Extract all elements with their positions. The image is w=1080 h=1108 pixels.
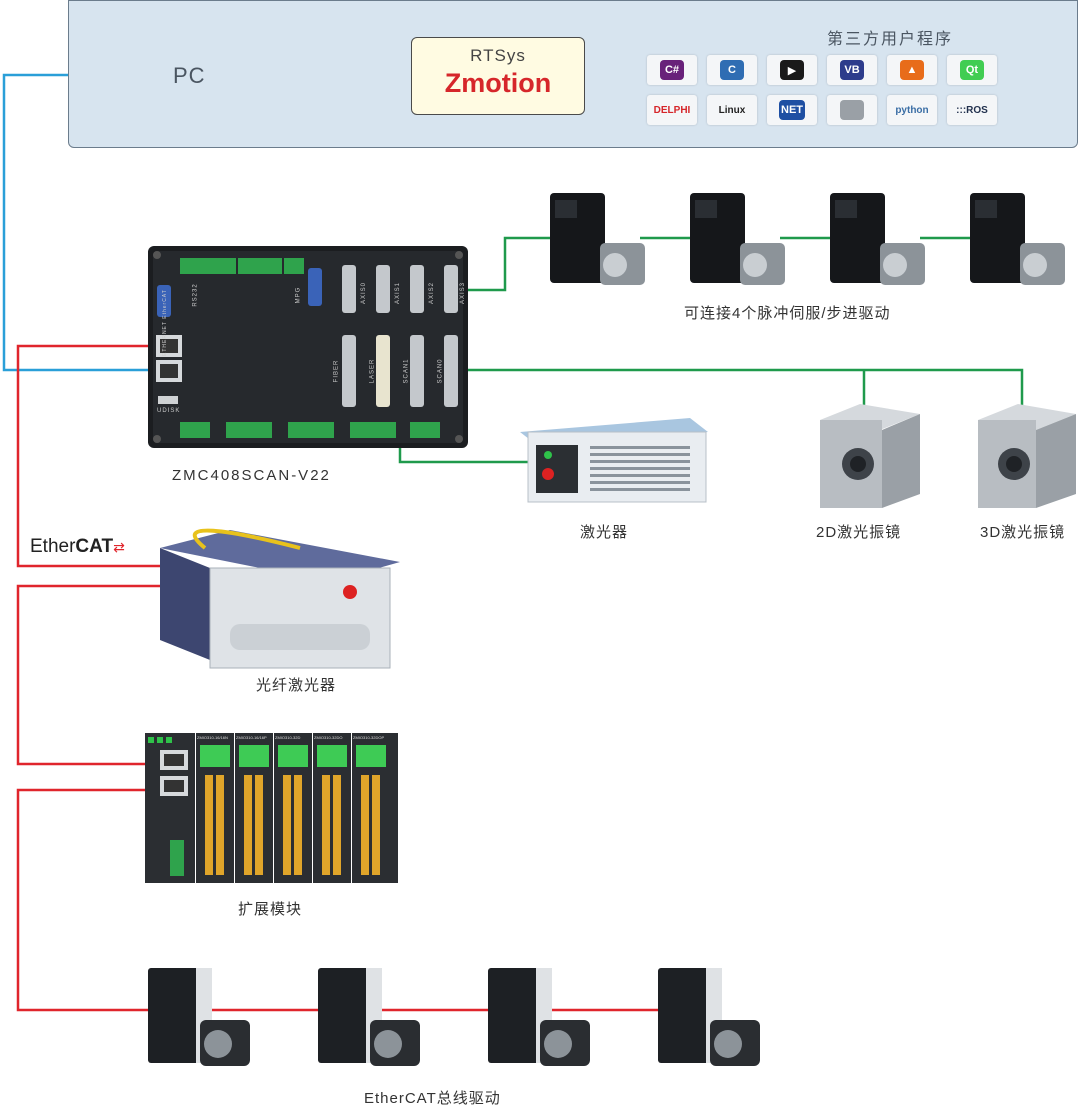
ethercat-cable-main [16,344,168,568]
rtsys-label: RTSys [470,46,526,65]
expansion-module-name: ZMIO310-32DOP [353,735,385,740]
expansion-rack [145,733,398,883]
ros-icon: :::ROS [947,95,997,125]
expansion-module-name: ZMIO310-16/16N [197,735,228,740]
ethercat-logo-cat: CAT [75,536,114,557]
ethercat-cable-expansion [16,788,160,1012]
delphi-icon-badge: DELPHI [653,104,691,116]
port-label-scan1: SCAN1 [403,358,410,384]
port-label-udisk: UDISK [157,408,181,414]
apple-icon [827,95,877,125]
expansion-module-name: ZMIO310-16/16P [236,735,267,740]
labview-icon: ▶ [767,55,817,85]
python-icon: python [887,95,937,125]
matlab-icon: ▲ [887,55,937,85]
linux-icon-badge: Linux [718,104,746,116]
pulse-servo-label: 可连接4个脉冲伺服/步进驱动 [684,305,891,322]
galvo-2d-label: 2D激光振镜 [816,524,902,541]
cpp-icon: C [707,55,757,85]
matlab-icon-badge: ▲ [900,60,924,80]
linux-icon: Linux [707,95,757,125]
pulse-servo-drive-2 [690,193,785,285]
pulse-servo-drive-4 [970,193,1065,285]
apple-icon-badge [840,100,864,120]
galvo-3d [978,404,1076,508]
pc-label: PC [173,63,206,88]
ethercat-drive-3 [488,968,590,1066]
pulse-servo-drive-1 [550,193,645,285]
ethercat-arrows-icon: ⇄ [113,539,125,555]
controller-board [148,246,468,448]
zmotion-logo: Zmotion [444,68,552,98]
laser-label: 激光器 [580,524,629,541]
ethercat-drives-label: EtherCAT总线驱动 [364,1090,501,1107]
ethercat-drive-1 [148,968,250,1066]
port-label-ethernet: ETHERNET EtherCAT [162,289,168,356]
port-label-laser: LASER [369,358,376,384]
port-label-scan0: SCAN0 [437,358,444,384]
csharp-icon: C# [647,55,697,85]
scan-cable [415,368,1024,408]
fiber-laser [160,528,400,669]
qt-icon-badge: Qt [960,60,984,80]
ethercat-logo: EtherCAT⇄ [30,536,125,558]
fiber-laser-label: 光纤激光器 [256,677,337,694]
expansion-module-name: ZMIO310-32DO [314,735,343,740]
ethernet-cable [2,73,170,372]
galvo-3d-label: 3D激光振镜 [980,524,1066,541]
dotnet-icon: NET [767,95,817,125]
ethercat-drive-2 [318,968,420,1066]
ethercat-drive-4 [658,968,760,1066]
third-party-title: 第三方用户程序 [827,31,954,48]
ros-icon-badge: :::ROS [956,104,988,116]
ethercat-cable-fiberlaser [16,584,160,766]
qt-icon: Qt [947,55,997,85]
pulse-servo-drive-3 [830,193,925,285]
rtsys-software-box: RTSys Zmotion [411,37,585,115]
dotnet-icon-badge: NET [779,100,805,120]
expansion-module-label: 扩展模块 [238,901,303,918]
delphi-icon: DELPHI [647,95,697,125]
python-icon-badge: python [895,104,929,116]
laser-unit [520,418,708,503]
vb-icon-badge: VB [840,60,864,80]
port-label-axis1: AXIS1 [395,281,402,305]
port-label-axis0: AXIS0 [361,281,368,305]
expansion-module-name: ZMIO310-32D [275,735,301,740]
ethercat-logo-ether: Ether [30,536,76,557]
labview-icon-badge: ▶ [780,60,804,80]
galvo-2d [820,404,920,508]
csharp-icon-badge: C# [660,60,684,80]
vb-icon: VB [827,55,877,85]
port-label-axis3: AXIS3 [460,281,467,305]
controller-model-label: ZMC408SCAN-V22 [172,467,331,484]
port-label-fiber: FIBER [333,359,340,383]
port-label-rs232: RS232 [192,283,199,307]
cpp-icon-badge: C [720,60,744,80]
port-label-axis2: AXIS2 [429,281,436,305]
port-label-mpg: MPG [295,286,302,304]
